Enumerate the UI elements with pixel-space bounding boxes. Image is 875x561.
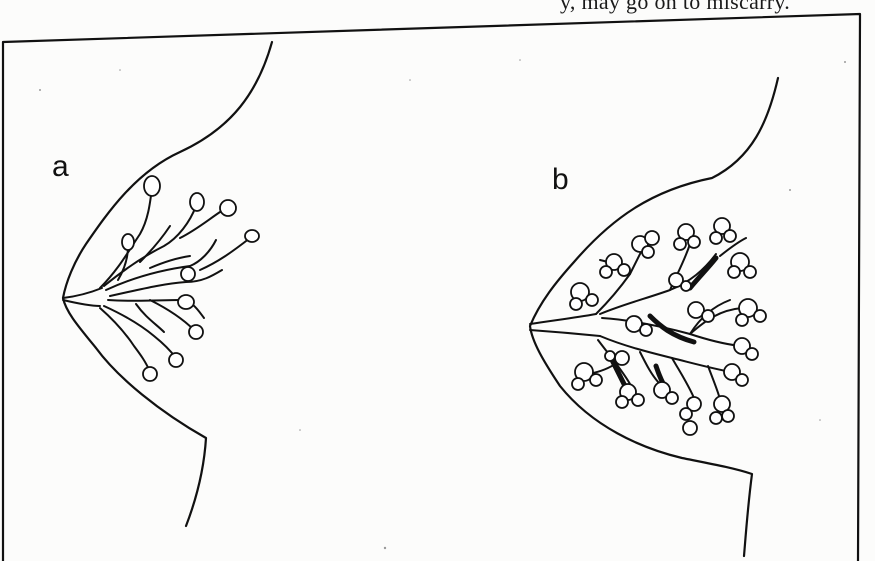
panel-label-b: b (552, 163, 569, 197)
panel-label-a: a (52, 150, 69, 184)
figure-border (3, 14, 860, 561)
duct-system-a (63, 188, 250, 372)
duct-end-buds-a (122, 176, 259, 381)
alveolar-lobules-b (570, 218, 766, 435)
